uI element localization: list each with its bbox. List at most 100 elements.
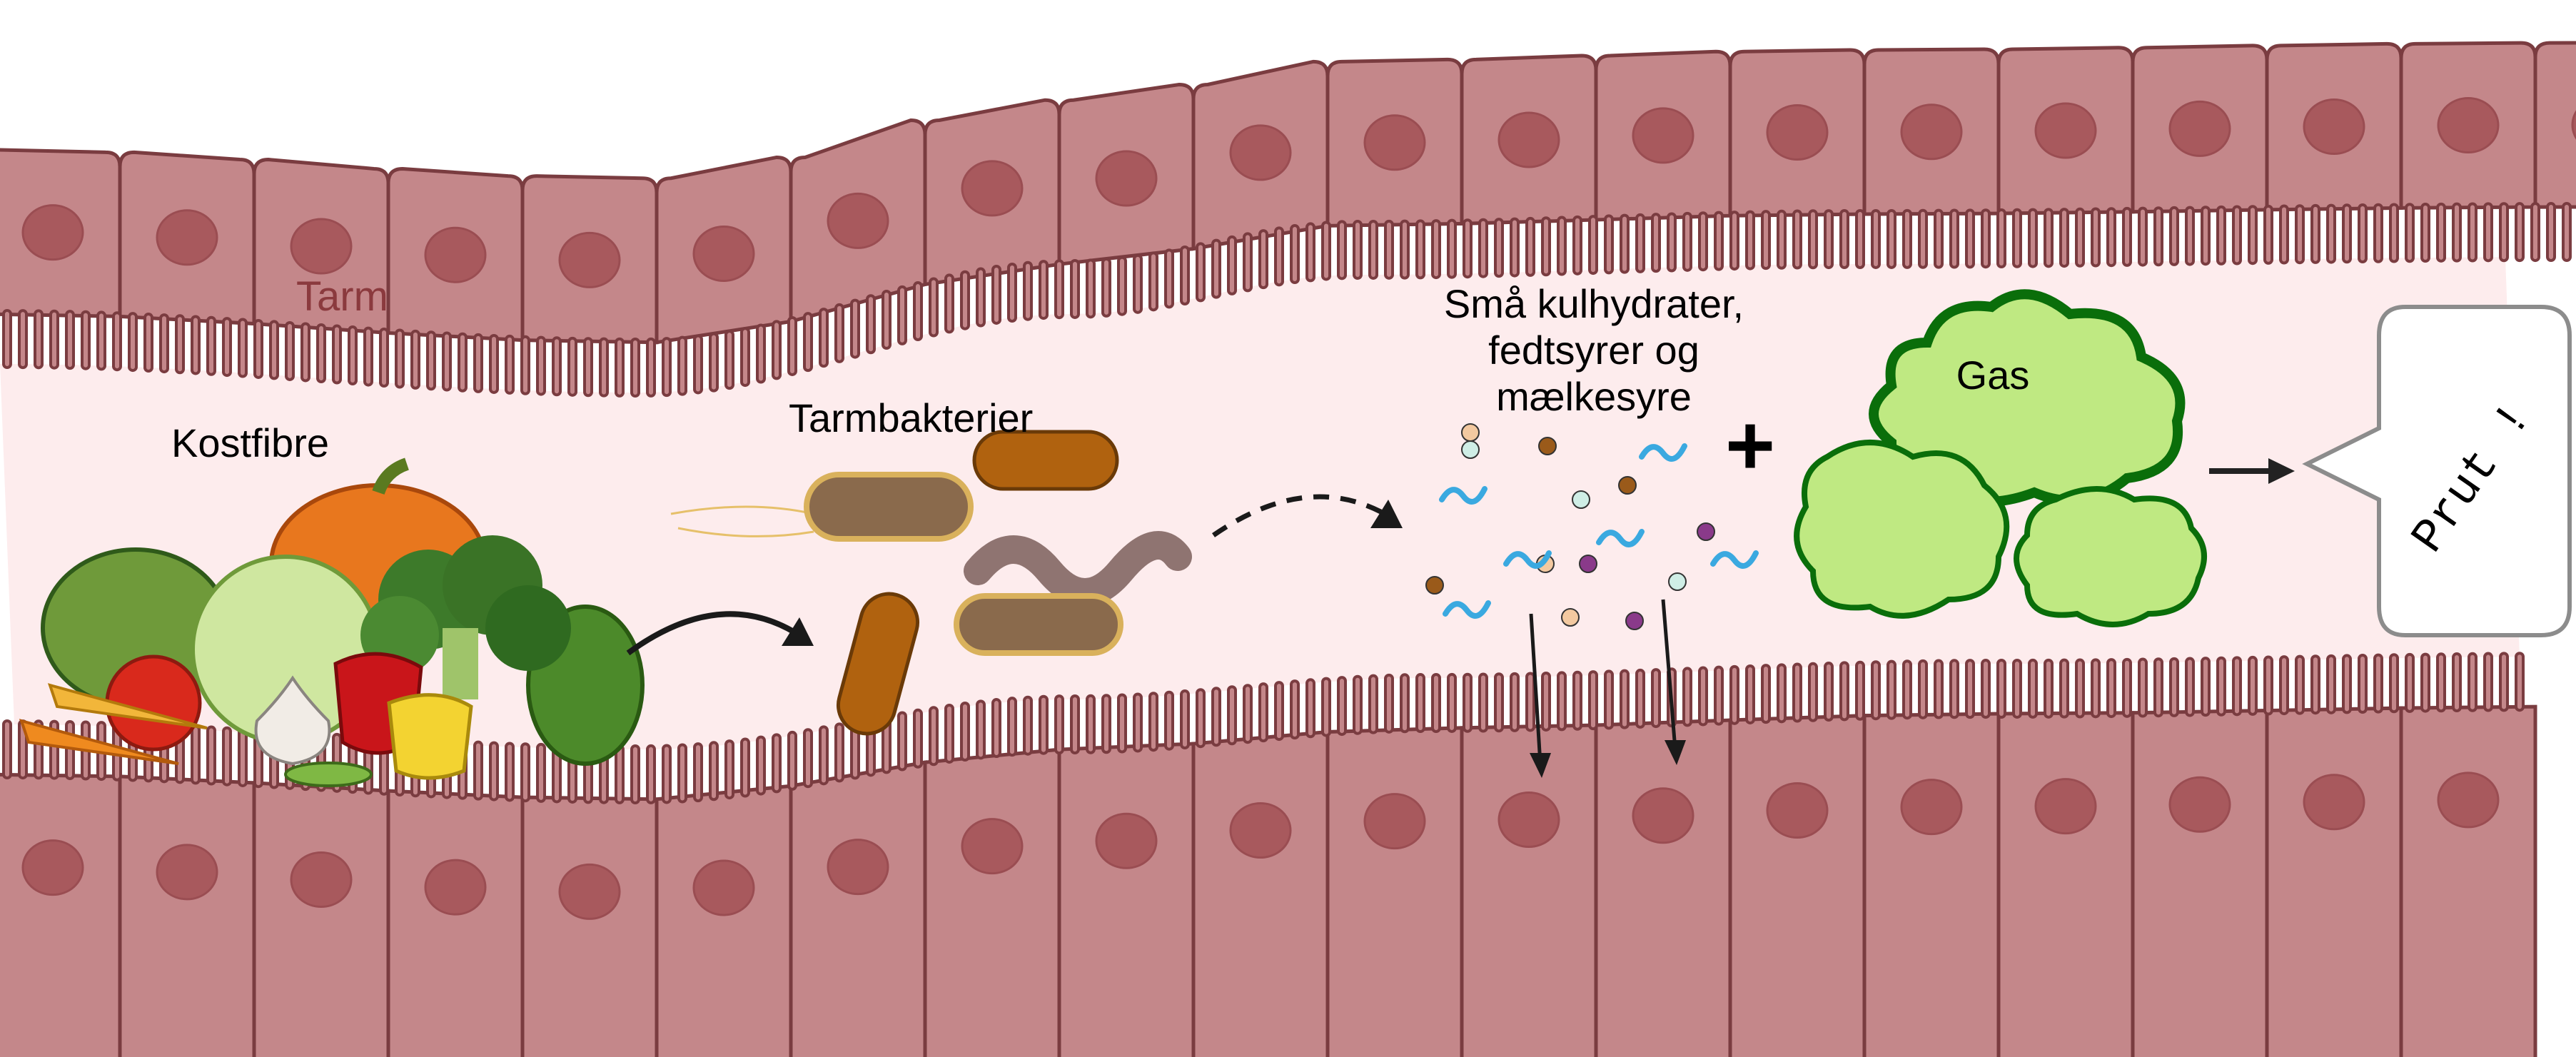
absorption-arrows <box>1529 599 1686 778</box>
cell-nucleus <box>290 851 353 908</box>
epithelial-cell <box>2265 706 2403 1057</box>
cell-nucleus <box>558 231 621 288</box>
cell-nucleus <box>2437 772 2500 829</box>
molecule <box>1461 423 1480 442</box>
epithelial-cell <box>252 781 390 1057</box>
cell-nucleus <box>1632 107 1694 164</box>
products-label-line1: Små kulhydrater, <box>1444 281 1744 326</box>
molecule <box>1538 437 1557 455</box>
cell-nucleus <box>1766 782 1829 839</box>
yellow-pepper <box>387 693 473 780</box>
gas-cloud-large <box>1869 289 2186 507</box>
cell-nucleus <box>1766 104 1829 161</box>
cell-nucleus <box>1900 103 1963 161</box>
broccoli <box>360 535 571 699</box>
cell-nucleus <box>827 192 889 249</box>
cell-nucleus <box>827 839 889 896</box>
epithelial-cell <box>1057 742 1196 1057</box>
molecule <box>1425 576 1444 595</box>
epithelial-cell <box>118 774 256 1057</box>
epithelial-cell <box>1460 723 1598 1057</box>
molecule <box>1572 490 1590 509</box>
products-label-line3: mælkesyre <box>1496 374 1692 419</box>
fatty-acid-molecule <box>1710 550 1759 569</box>
bacterium-rod <box>954 593 1123 656</box>
tomato <box>105 654 202 752</box>
cell-nucleus <box>961 818 1024 875</box>
epithelial-cell <box>1996 711 2135 1057</box>
cell-nucleus <box>1497 791 1560 848</box>
cell-nucleus <box>21 204 84 261</box>
bacterium-rod <box>972 430 1119 491</box>
fatty-acid-molecule <box>1503 550 1552 569</box>
molecule <box>1625 612 1644 630</box>
epithelium-bottom <box>0 652 2537 1057</box>
epithelial-cell <box>2399 704 2537 1057</box>
cell-nucleus <box>2168 100 2231 157</box>
cell-nucleus <box>2571 110 2576 140</box>
epithelial-cell <box>1191 729 1330 1057</box>
cell-nucleus <box>1229 801 1292 859</box>
bacterium-spiral <box>964 531 1192 607</box>
molecule <box>1697 522 1715 541</box>
cell-nucleus <box>692 859 755 916</box>
dashed-arrow <box>1212 494 1386 537</box>
epithelial-cell <box>2131 709 2269 1057</box>
molecule <box>1461 440 1480 459</box>
products-label-line2: fedtsyrer og <box>1488 328 1699 373</box>
molecule <box>1668 572 1687 591</box>
epithelial-cell <box>1325 726 1464 1057</box>
cell-nucleus <box>156 844 218 901</box>
bacteria-label: Tarmbakterier <box>789 395 1033 440</box>
epithelial-cell <box>0 772 122 1057</box>
molecule <box>1618 476 1637 495</box>
cell-nucleus <box>424 859 487 916</box>
gut-bacteria <box>670 430 1192 736</box>
arrowhead <box>2268 458 2295 484</box>
fatty-acid-molecule <box>1596 529 1645 547</box>
cell-nucleus <box>558 863 621 920</box>
epithelial-cell <box>655 784 793 1057</box>
arrow-fiber-to-bacteria <box>626 611 802 656</box>
vegetables-illustration <box>19 457 645 787</box>
plus-sign: + <box>1725 398 1775 493</box>
cell-nucleus <box>2034 102 2097 159</box>
cell-nucleus <box>2437 97 2500 154</box>
cell-nucleus <box>692 225 755 282</box>
cell-nucleus <box>2168 776 2231 833</box>
cell-nucleus <box>1095 812 1158 869</box>
molecule <box>1561 608 1580 627</box>
cell-nucleus <box>1363 114 1426 171</box>
epithelial-cell <box>923 747 1061 1057</box>
cell-nucleus <box>1632 787 1694 844</box>
arrowhead <box>782 617 814 646</box>
gas-cloud <box>1794 440 2010 619</box>
gas-clouds <box>1794 289 2207 627</box>
gas-label: Gas <box>1956 353 2030 398</box>
epithelial-cell <box>520 795 659 1057</box>
cell-nucleus <box>2034 778 2097 835</box>
cell-nucleus <box>1095 150 1158 207</box>
epithelial-cell <box>789 760 927 1057</box>
cell-nucleus <box>1229 124 1292 181</box>
cell-nucleus <box>424 226 487 283</box>
cell-nucleus <box>2303 98 2365 156</box>
epithelial-cell <box>1594 718 1732 1057</box>
epithelial-cell <box>386 789 525 1057</box>
cell-nucleus <box>961 160 1024 217</box>
epithelial-cell <box>1862 712 2001 1057</box>
carrots <box>19 683 208 765</box>
epithelial-cell <box>2533 41 2576 209</box>
bacterium-rod <box>670 472 974 542</box>
fatty-acid-molecule <box>1639 443 1687 462</box>
speech-bubble[interactable] <box>2302 305 2572 637</box>
cell-nucleus <box>1363 793 1426 850</box>
cell-nucleus <box>1900 779 1963 836</box>
intestine-label: Tarm <box>296 273 388 320</box>
cell-nucleus <box>156 209 218 266</box>
pea-pod <box>284 762 373 787</box>
cell-nucleus <box>2303 774 2365 831</box>
garlic <box>254 675 331 766</box>
fatty-acid-molecule <box>1443 600 1491 619</box>
